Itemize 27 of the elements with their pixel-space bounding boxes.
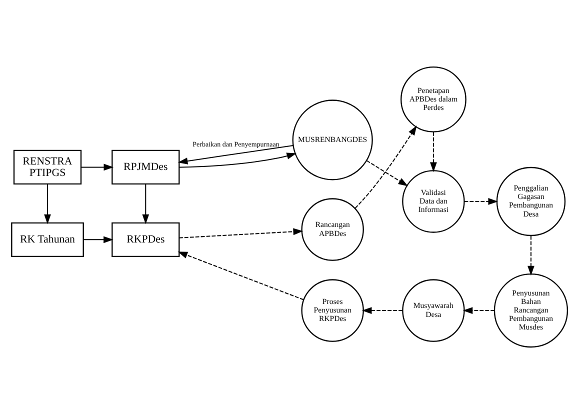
arrow (179, 152, 297, 168)
arrow (354, 125, 417, 209)
node-box: RPJMDes (112, 150, 180, 185)
arrow (178, 252, 304, 300)
node-circle: Penggalian Gagasan Pembangunan Desa (496, 166, 566, 236)
node-circle: Penyusunan Bahan Rancangan Pembangunan Musdes (494, 273, 568, 348)
arrow (462, 307, 494, 314)
node-circle: Musyawarah Desa (402, 279, 465, 342)
arrow (81, 164, 114, 171)
arrow (464, 198, 498, 205)
arrow (44, 184, 51, 224)
node-box: RK Tahunan (11, 222, 84, 257)
node-box: RKPDes (112, 222, 180, 257)
node-circle: Proses Penyusunan RKPDes (301, 279, 364, 342)
arrow (178, 145, 294, 164)
node-circle: MUSRENBANGDES (292, 100, 373, 180)
node-circle: Validasi Data dan Informasi (402, 170, 465, 233)
node-box: RENSTRA PTIPGS (13, 150, 82, 185)
arrow (179, 228, 304, 238)
node-circle: Penetapan APBDes dalam Perdes (400, 66, 466, 132)
node-circle: Rancangan APBDes (301, 198, 364, 261)
arrow (142, 184, 150, 224)
arrow (83, 236, 114, 244)
arrow (528, 236, 534, 276)
arrow (430, 132, 437, 172)
arrow (362, 307, 402, 314)
arrow (366, 160, 408, 186)
